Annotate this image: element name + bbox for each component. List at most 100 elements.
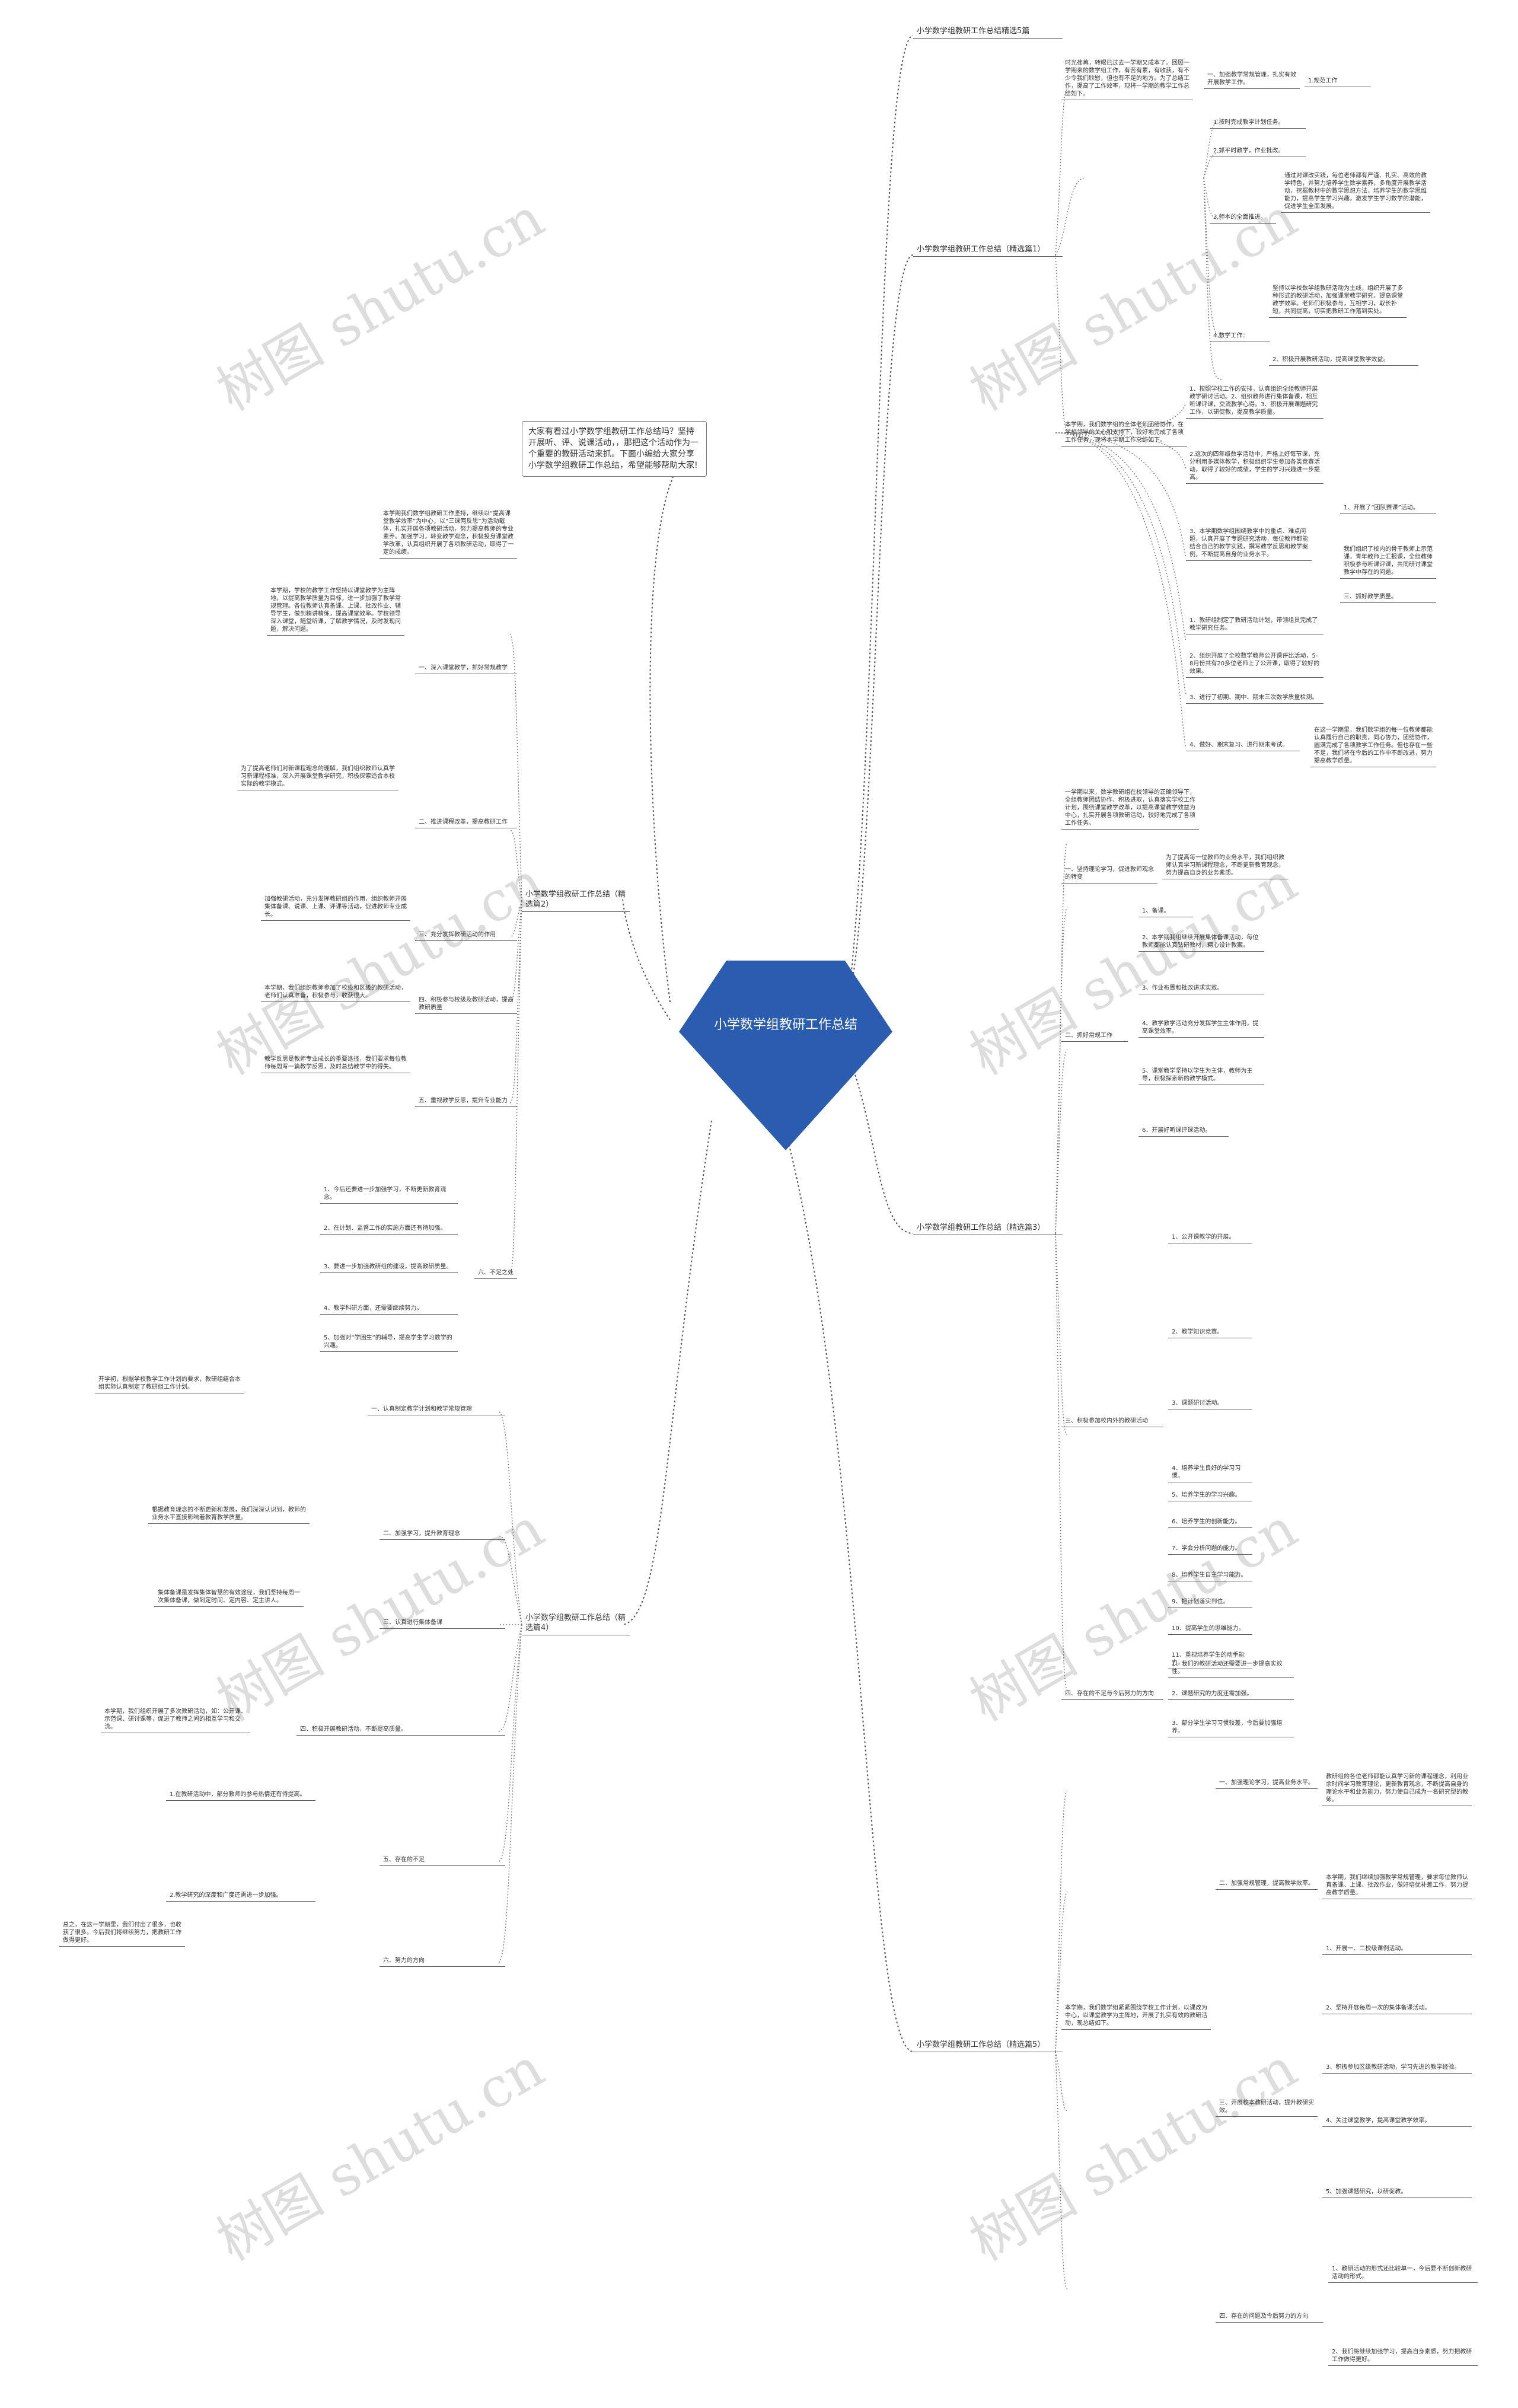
edge <box>509 634 522 902</box>
edge <box>1055 1233 1068 1436</box>
p1-detail: 3、本学期数学组围绕教学中的重点、难点问题，认真开展了专题研究活动，每位教师都能… <box>1186 528 1312 561</box>
branch-5[interactable]: 小学数学组教研工作总结（精选篇5） <box>913 2040 1063 2052</box>
branch-2[interactable]: 小学数学组教研工作总结（精选篇2） <box>522 889 630 912</box>
edge <box>498 1624 522 1862</box>
p1-detail: 1、教研组制定了教研活动计划，带领组员完成了教学研究任务。 <box>1186 617 1324 634</box>
p3-item: 2、教学知识竞赛。 <box>1168 1328 1252 1338</box>
p5-item: 2、我们将继续加强学习，提高自身素质，努力把教研工作做得更好。 <box>1328 2348 1478 2366</box>
edge <box>1055 254 1068 433</box>
p2-issue: 3、要进一步加强教研组的建设，提高教研质量。 <box>320 1263 458 1273</box>
p4-section-text: 集体备课是发挥集体智慧的有效途径，我们坚持每周一次集体备课，做到定时间、定内容、… <box>154 1589 304 1607</box>
root-title[interactable]: 小学数学组教研工作总结 <box>713 1018 857 1032</box>
edge <box>498 1624 522 1963</box>
p4-section[interactable]: 四、积极开展教研活动，不断提高质量。 <box>296 1726 505 1736</box>
edge <box>1055 1790 1068 2052</box>
p3-item: 11、重视培养学生的动手能力。 <box>1168 1651 1252 1669</box>
p3-section-text: 为了提高每一位教师的业务水平，我们组织教师认真学习新课程理念，不断更新教育观念，… <box>1162 854 1288 879</box>
p4-footer: 总之，在这一学期里，我们付出了很多，也收获了很多。今后我们将继续努力，把教研工作… <box>59 1921 185 1947</box>
p2-issue: 2、在计划、监督工作的实施方面还有待加强。 <box>320 1224 458 1235</box>
p3-section[interactable]: 四、存在的不足与今后努力的方向 <box>1061 1690 1163 1700</box>
p1-detail: 坚持以学校数学组教研活动为主线，组织开展了多种形式的教研活动，加强课堂教学研究，… <box>1269 285 1407 318</box>
p2-section-text: 本学期，我们组织教师参加了校级和区级的教研活动，老师们认真准备，积极参与，收获很… <box>261 984 410 1002</box>
p2-section[interactable]: 一、深入课堂教学，抓好常规教学 <box>415 664 517 674</box>
p3-section[interactable]: 三、积极参加校内外的教研活动 <box>1061 1417 1163 1427</box>
p3-item: 3、课题研讨活动。 <box>1168 1399 1252 1409</box>
p3-item: 1、公开课教学的开展。 <box>1168 1233 1252 1243</box>
p5-section[interactable]: 四、存在的问题及今后努力的方向 <box>1216 2313 1324 2323</box>
root-node-shape <box>679 961 892 1150</box>
p3-item: 7、学会分析问题的能力。 <box>1168 1545 1252 1555</box>
p5-item: 2、坚持开展每周一次的集体备课活动。 <box>1322 2004 1472 2014</box>
p1-sub: 三、抓好教学质量。 <box>1340 593 1436 603</box>
edge <box>1203 118 1222 178</box>
p3-item: 3、部分学生学习习惯较差，今后要加强培养。 <box>1168 1720 1294 1737</box>
edge <box>1055 1233 1068 1691</box>
p3-item: 2、课题研究的力度还需加强。 <box>1168 1690 1294 1700</box>
intro-box[interactable]: 大家有看过小学数学组教研工作总结吗？坚持开展听、评、说课活动，，那把这个活动作为… <box>522 421 707 477</box>
p1-item: 2、积极开展教研活动，提高课堂教学效益。 <box>1269 356 1418 366</box>
p5-item: 3、积极参加区级教研活动，学习先进的教学经验。 <box>1322 2063 1472 2074</box>
p3-item: 3、作业布置和批改讲求实效。 <box>1138 984 1264 994</box>
p3-item: 6、开展好听课评课活动。 <box>1138 1127 1229 1137</box>
p2-section[interactable]: 六、不足之处 <box>474 1269 517 1279</box>
p3-item: 6、培养学生的创新能力。 <box>1168 1518 1252 1528</box>
p3-item: 5、培养学生的学习兴趣。 <box>1168 1491 1252 1501</box>
p5-section[interactable]: 三、开展校本教研活动，提升教研实效。 <box>1216 2099 1318 2117</box>
p2-intro: 本学期我们数学组教研工作坚持，继续以“提高课堂教学效率”为中心，以“三课两反思”… <box>380 510 517 559</box>
p4-section[interactable]: 六、努力的方向 <box>380 1957 505 1967</box>
p1-detail: 1、按照学校工作的安排，认真组织全组教师开展教学研讨活动。2、组织教师进行集体备… <box>1186 385 1324 419</box>
p4-section[interactable]: 一、认真制定教学计划和教学常规管理 <box>368 1405 505 1415</box>
branch-1[interactable]: 小学数学组教研工作总结（精选篇1） <box>913 244 1063 257</box>
p1-item: 3.师本的全面推进。 <box>1210 213 1276 224</box>
p1-section-1-sub: 1.规范工作 <box>1305 77 1371 87</box>
p5-section-text: 本学期，我们继续加强教学常规管理，要求每位教师认真备课、上课、批改作业，做好培优… <box>1322 1874 1472 1899</box>
edge <box>1055 88 1068 256</box>
p4-item: 2.教学研究的深度和广度还需进一步加强。 <box>166 1892 315 1902</box>
edge <box>1055 403 1187 433</box>
edge <box>509 830 522 902</box>
p1-intro: 时光荏苒，转眼已过去一学期又成本了。回顾一学期来的数学组工作，有苦有累，有收获，… <box>1061 59 1193 100</box>
p2-issue: 5、加强对“学困生”的辅导，提高学生学习数学的兴趣。 <box>320 1334 458 1352</box>
edge <box>1203 177 1222 220</box>
p2-section[interactable]: 五、重视教学反思，提升专业能力 <box>415 1097 517 1107</box>
edge <box>1203 177 1222 339</box>
edge <box>509 901 522 1103</box>
edge <box>847 35 914 1003</box>
p1-detail: 4、做好、期末复习、进行期末考试。 <box>1186 741 1300 751</box>
p3-item: 4、培养学生良好的学习习惯。 <box>1168 1465 1252 1482</box>
edge <box>782 1120 914 2052</box>
p5-section[interactable]: 一、加强理论学习，提高业务水平。 <box>1216 1779 1318 1789</box>
p4-item: 1.在教研活动中，部分教师的参与热情还有待提高。 <box>166 1791 315 1801</box>
p4-section[interactable]: 三、认真进行集体备课 <box>380 1619 505 1629</box>
p5-item: 5、加强课题研究，以研促教。 <box>1322 2188 1472 2198</box>
edge <box>649 456 694 1003</box>
p1-item: 2.抓平时教学，作业批改。 <box>1210 147 1306 157</box>
p2-section-text: 加强教研活动，充分发挥教研组的作用，组织教师开展集体备课、说课、上课、评课等活动… <box>261 895 410 921</box>
p1-item: 1.按时完成教学计划任务。 <box>1210 119 1306 129</box>
edge <box>498 1624 522 1732</box>
p3-intro: 一学期以来，数学教研组在校领导的正确领导下，全组教师团结协作、积极进取，认真落实… <box>1061 789 1199 830</box>
p2-section[interactable]: 三、充分发挥教研活动的作用 <box>415 931 517 941</box>
p3-section[interactable]: 二、抓好常规工作 <box>1061 1032 1128 1042</box>
p3-item: 10、提高学生的思维能力。 <box>1168 1625 1252 1635</box>
branch-4[interactable]: 小学数学组教研工作总结（精选篇4） <box>522 1613 630 1635</box>
branch-3[interactable]: 小学数学组教研工作总结（精选篇3） <box>913 1223 1063 1235</box>
edge <box>1055 907 1068 1234</box>
p5-item: 1、教研活动的形式还比较单一，今后要不断创新教研活动的形式。 <box>1328 2265 1478 2283</box>
branch-title[interactable]: 小学数学组教研工作总结精选5篇 <box>913 26 1063 39</box>
p4-section[interactable]: 二、加强学习，提升教育理念 <box>380 1530 505 1540</box>
edge <box>509 901 522 1003</box>
p4-section[interactable]: 五、存在的不足 <box>380 1856 505 1866</box>
p5-item: 4、关注课堂教学，提高课堂教学效率。 <box>1322 2117 1472 2127</box>
p2-section[interactable]: 二、推进课程改革，提高教研工作 <box>415 818 517 828</box>
p3-section[interactable]: 一、坚持理论学习，促进教师观念的转变 <box>1061 866 1157 884</box>
p5-section-text: 教研组的各位老师都能认真学习新的课程理念，利用业余时间学习教育理论，更新教育观念… <box>1322 1773 1472 1806</box>
p2-section[interactable]: 四、积极参与校级及教研活动，提高教研质量 <box>415 996 517 1014</box>
p2-issue: 4、教学科研方面，还需要继续努力。 <box>320 1305 458 1315</box>
p1-section-1[interactable]: 一、加强教学常规管理，扎实有效开展教学工作。 <box>1204 71 1300 89</box>
edge <box>622 1120 712 1625</box>
p2-issue: 1、今后还要进一步加强学习，不断更新教育观念。 <box>320 1186 458 1204</box>
p5-section[interactable]: 二、加强常规管理，提高教学效率。 <box>1216 1880 1318 1890</box>
edge <box>1055 2051 1068 2289</box>
